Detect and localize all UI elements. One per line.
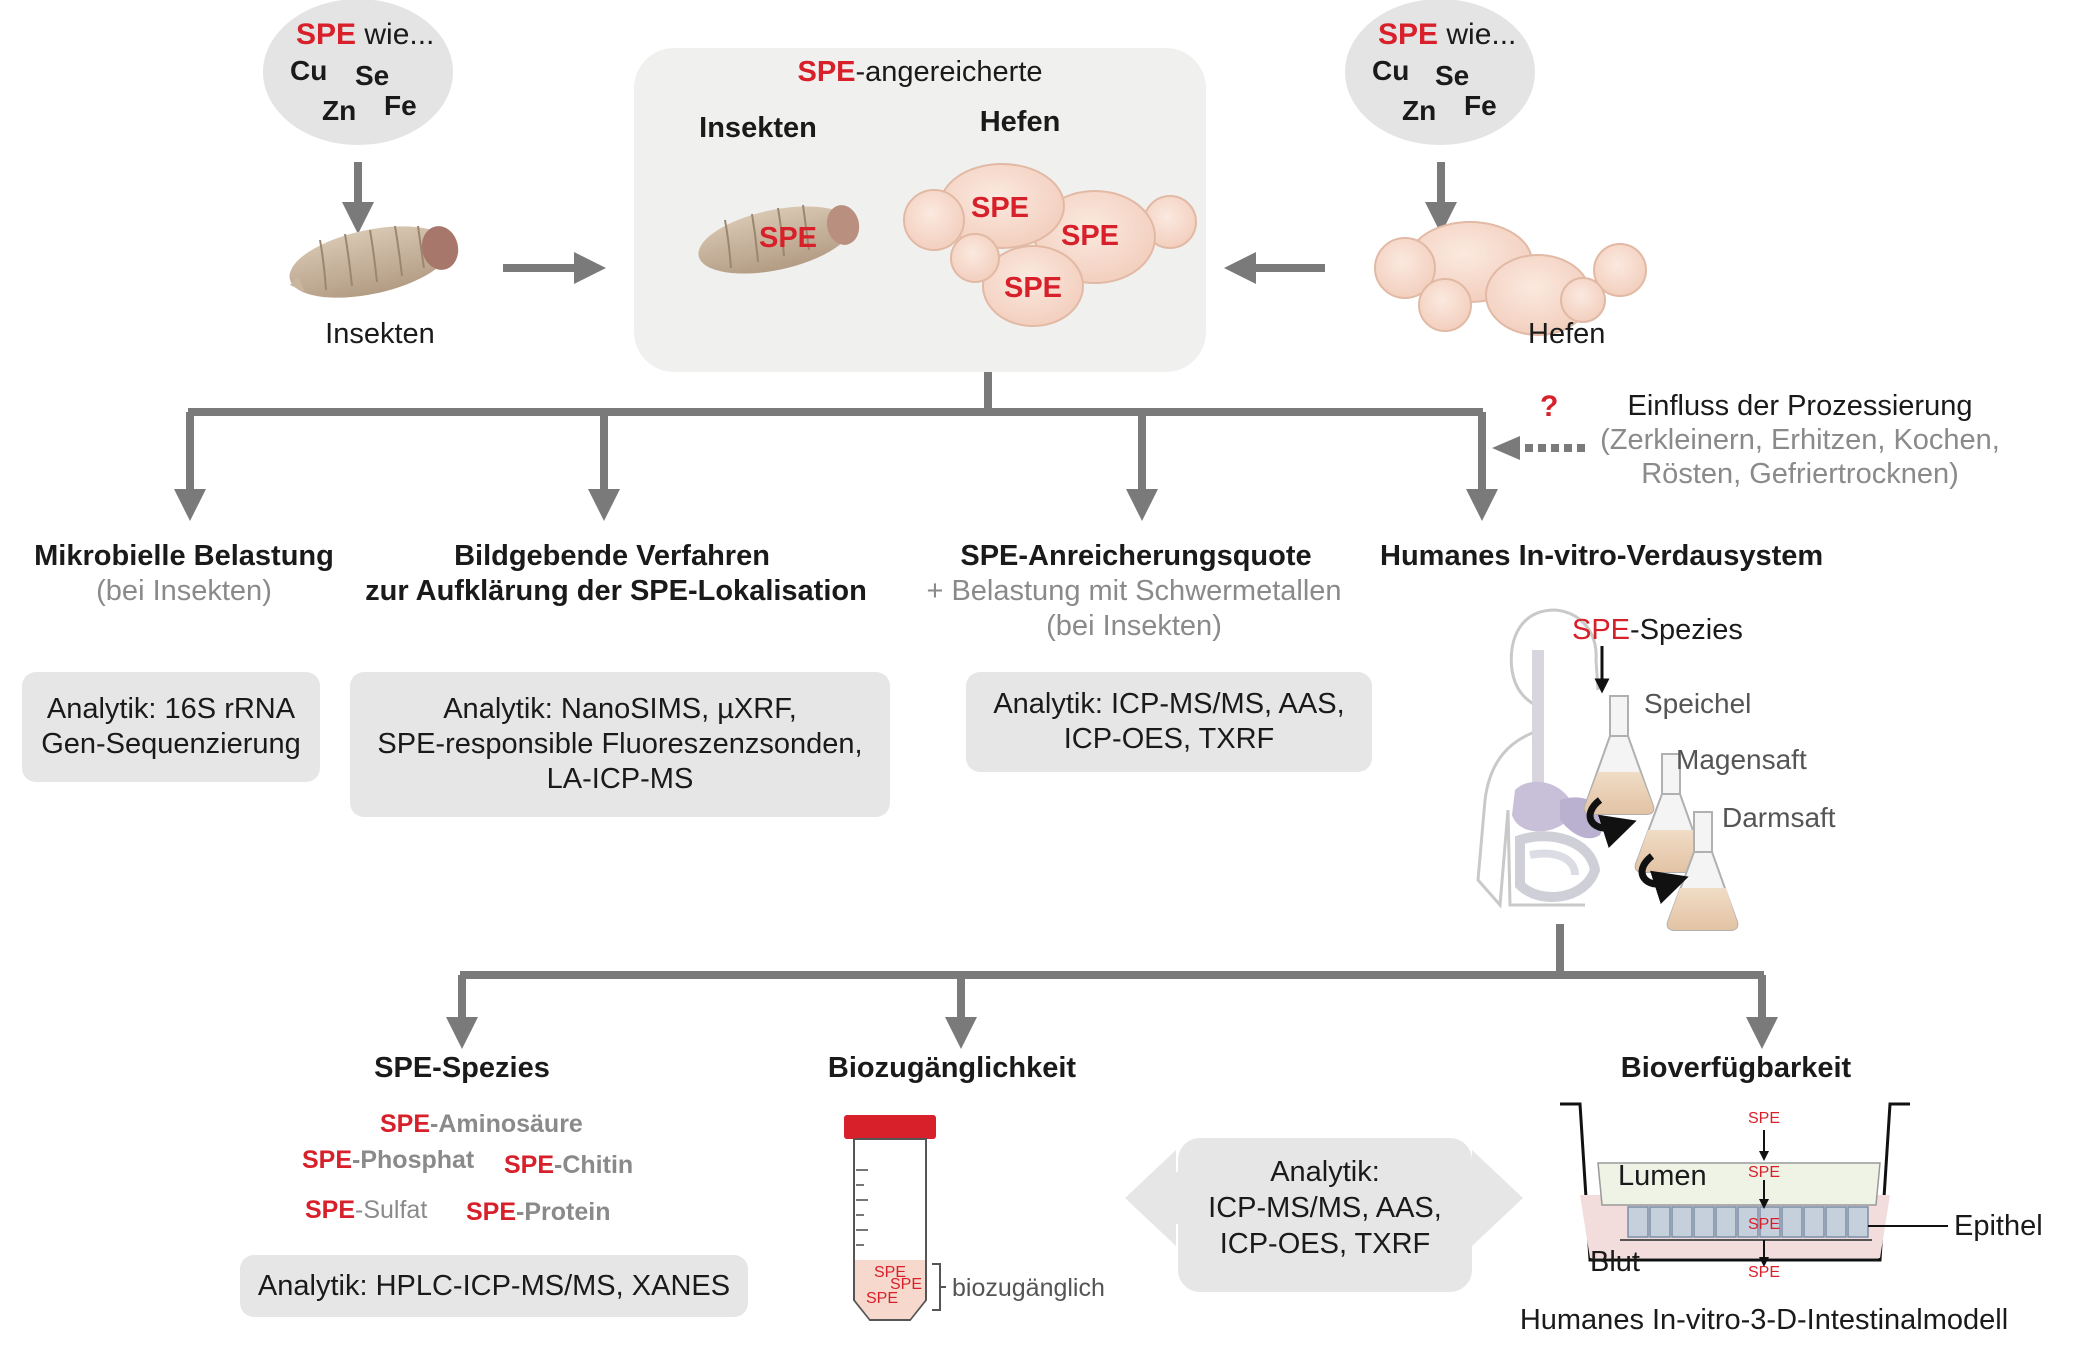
spe-label-larva: SPE	[758, 222, 818, 254]
center-analytics-line-2: ICP-MS/MS, AAS,	[1208, 1192, 1442, 1224]
model-label-epithel: Epithel	[1954, 1210, 2043, 1242]
imaging-title-2: zur Aufklärung der SPE-Lokalisation	[365, 575, 867, 607]
spe-label-yeast-1: SPE	[970, 192, 1030, 224]
processing-title: Einfluss der Prozessierung	[1627, 390, 1973, 422]
tube-spe-1: SPE	[874, 1264, 907, 1281]
microbial-note: (bei Insekten)	[96, 575, 272, 607]
larva-left-icon	[289, 225, 459, 298]
species-amino-acid: SPE-Aminosäure	[380, 1110, 583, 1138]
element-cu: Cu	[290, 55, 328, 86]
microbial-analytics-box: Analytik: 16S rRNA Gen-Sequenzierung	[22, 672, 320, 782]
digestion-spe-species: SPE-Spezies	[1572, 614, 1743, 646]
model-spe-lumen: SPE	[1747, 1164, 1781, 1181]
label-insects-source: Insekten	[325, 318, 435, 350]
center-analytics-box	[1178, 1138, 1472, 1292]
microbial-analytics-line-2: Gen-Sequenzierung	[41, 728, 301, 760]
test-tube-icon	[844, 1115, 946, 1321]
species-phosphate: SPE-Phosphat	[302, 1146, 475, 1174]
microbial-analytics-line-1: Analytik: 16S rRNA	[46, 693, 296, 725]
larva-panel-icon	[698, 204, 860, 274]
branch-tree-bottom	[460, 924, 1764, 979]
species-protein: SPE-Protein	[466, 1198, 611, 1226]
label-intestinal: Darmsaft	[1722, 802, 1836, 833]
quota-analytics-line-1: Analytik: ICP-MS/MS, AAS,	[993, 688, 1345, 720]
branch-tree-top	[188, 372, 1483, 416]
imaging-analytics-line-3: LA-ICP-MS	[546, 763, 694, 795]
bioavail-title: Bioverfügbarkeit	[1620, 1052, 1852, 1084]
imaging-analytics-box: Analytik: NanoSIMS, µXRF, SPE-responsibl…	[350, 672, 890, 817]
model-spe-blood: SPE	[1747, 1264, 1781, 1281]
spe-label-yeast-3: SPE	[1003, 272, 1063, 304]
quota-note-2: (bei Insekten)	[1046, 610, 1222, 642]
panel-label-insects: Insekten	[699, 112, 817, 144]
source-bubble-right	[1345, 0, 1535, 145]
quota-note-1: + Belastung mit Schwermetallen	[926, 575, 1342, 607]
digestive-organs-icon	[1512, 650, 1604, 902]
transfer-arrow-1	[1586, 797, 1637, 849]
source-left-heading: SPE wie...	[296, 18, 435, 51]
element-zn: Zn	[322, 95, 357, 126]
tube-spe-3: SPE	[866, 1290, 899, 1307]
tube-label-bioaccessible: biozugänglich	[952, 1274, 1105, 1302]
species-sulfate: SPE-Sulfat	[305, 1196, 428, 1224]
panel-label-yeasts: Hefen	[979, 106, 1061, 138]
bioaccess-title: Biozugänglichkeit	[827, 1052, 1077, 1084]
model-label-blood: Blut	[1590, 1246, 1640, 1278]
element-fe: Fe	[384, 90, 417, 121]
processing-line-1: (Zerkleinern, Erhitzen, Kochen,	[1600, 424, 2000, 456]
element-zn-right: Zn	[1402, 95, 1437, 126]
tube-spe-2: SPE	[890, 1276, 923, 1293]
model-spe-epithel: SPE	[1747, 1216, 1781, 1233]
processing-line-2: Rösten, Gefriertrocknen)	[1641, 458, 1959, 490]
species-analytics-text: Analytik: HPLC-ICP-MS/MS, XANES	[257, 1269, 731, 1302]
species-title: SPE-Spezies	[374, 1052, 550, 1084]
element-se-right: Se	[1435, 60, 1470, 91]
element-fe-right: Fe	[1464, 90, 1497, 121]
imaging-title-1: Bildgebende Verfahren	[454, 540, 770, 572]
yeast-panel-icon	[903, 163, 1197, 327]
center-analytics-line-1: Analytik:	[1270, 1156, 1380, 1188]
label-saliva: Speichel	[1644, 688, 1752, 719]
source-right-heading: SPE wie...	[1378, 18, 1517, 51]
digestion-title: Humanes In-vitro-Verdausystem	[1380, 540, 1824, 572]
quota-analytics-line-2: ICP-OES, TXRF	[1063, 723, 1275, 755]
processing-question-mark: ?	[1540, 390, 1559, 423]
quota-title: SPE-Anreicherungsquote	[960, 540, 1312, 572]
imaging-analytics-line-1: Analytik: NanoSIMS, µXRF,	[443, 693, 797, 725]
intestinal-model-icon	[1560, 1102, 1948, 1262]
yeast-right-icon	[1374, 221, 1647, 336]
spe-label-yeast-2: SPE	[1060, 220, 1120, 252]
source-bubble-left	[263, 0, 453, 145]
model-label-lumen: Lumen	[1618, 1160, 1707, 1192]
imaging-analytics-line-2: SPE-responsible Fluoreszenzsonden,	[377, 728, 863, 760]
label-gastric: Magensaft	[1676, 744, 1807, 775]
element-cu-right: Cu	[1372, 55, 1410, 86]
quota-analytics-box: Analytik: ICP-MS/MS, AAS, ICP-OES, TXRF	[966, 672, 1372, 772]
model-spe-top: SPE	[1747, 1110, 1781, 1127]
species-analytics-box: Analytik: HPLC-ICP-MS/MS, XANES	[240, 1255, 748, 1317]
flask-saliva-icon	[1583, 695, 1655, 815]
model-caption: Humanes In-vitro-3-D-Intestinalmodell	[1519, 1304, 2009, 1336]
transfer-arrow-2	[1638, 853, 1689, 905]
microbial-title: Mikrobielle Belastung	[34, 540, 334, 572]
center-analytics-line-3: ICP-OES, TXRF	[1219, 1228, 1431, 1260]
enriched-title: SPE-angereicherte	[797, 56, 1043, 88]
element-se: Se	[355, 60, 390, 91]
species-chitin: SPE-Chitin	[504, 1151, 634, 1179]
label-yeasts-source: Hefen	[1528, 318, 1606, 350]
